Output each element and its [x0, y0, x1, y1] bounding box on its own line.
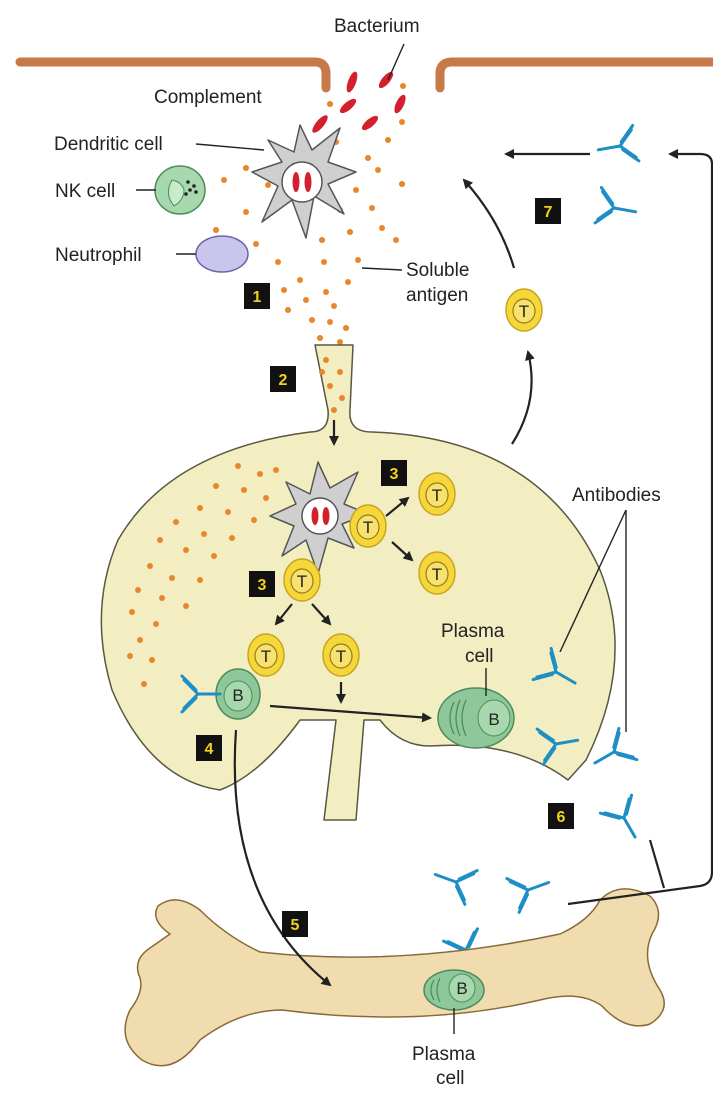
t-cell-letter: T: [261, 647, 271, 666]
step-1: 1: [253, 289, 262, 306]
b-cell-letter: B: [232, 686, 243, 705]
step-7: 7: [544, 204, 553, 221]
step-5: 5: [291, 917, 300, 934]
label-complement: Complement: [154, 87, 262, 108]
arrow-antibody-circulation: [567, 149, 713, 906]
step-3a: 3: [390, 466, 399, 483]
skin-surface-left: [15, 57, 331, 93]
node-dendritic-cell: [269, 461, 369, 575]
skin-surface-right: [435, 57, 713, 93]
neutrophil: [195, 235, 249, 273]
arrow-node-to-t: [511, 350, 535, 445]
soluble-antigen-leader: [361, 267, 403, 271]
label-plasma-cell-node-line1: Plasma: [441, 621, 505, 642]
label-plasma-cell-bone-line1: Plasma: [412, 1044, 476, 1065]
label-antibodies: Antibodies: [572, 485, 661, 506]
step-4: 4: [205, 741, 214, 758]
bacteria: [312, 71, 406, 133]
plasma-cell-bone-letter: B: [456, 979, 467, 998]
nk-cell: [154, 165, 206, 215]
t-cell-letter: T: [432, 486, 442, 505]
label-soluble-antigen-line2: antigen: [406, 285, 468, 306]
step-badges: [196, 198, 574, 937]
arrow-t-split-right: [311, 603, 332, 626]
plasma-cell-bone: [423, 969, 485, 1011]
step-2: 2: [279, 372, 288, 389]
t-cell-letter: T: [363, 518, 373, 537]
dendritic-cell-leader: [195, 143, 265, 151]
lymph-node: [100, 344, 616, 821]
label-soluble-antigen-line1: Soluble: [406, 260, 469, 281]
label-plasma-cell-bone-line2: cell: [436, 1068, 465, 1089]
bacterium-leader: [387, 43, 405, 81]
label-dendritic-cell: Dendritic cell: [54, 134, 163, 155]
t-cell-letter: T: [432, 565, 442, 584]
label-nk-cell: NK cell: [55, 181, 115, 202]
bone: [124, 888, 665, 1067]
arrow-t-to-tissue: [462, 178, 516, 269]
arrow-t-split-left: [274, 603, 293, 626]
dendritic-cell: [251, 124, 357, 239]
label-plasma-cell-node-line2: cell: [465, 646, 494, 667]
t-cell-letter: T: [336, 647, 346, 666]
arrow-b-to-plasma: [269, 704, 432, 723]
antibody-circulation-join: [648, 839, 666, 889]
b-cell: [215, 668, 261, 720]
t-cell-letter: T: [519, 302, 529, 321]
plasma-cell-node-letter: B: [488, 710, 499, 729]
antibody: [593, 123, 641, 170]
arrow-t-activation-up: [385, 496, 410, 517]
soluble-antigen-dots: [213, 83, 406, 345]
antibody: [427, 856, 479, 906]
antibodies-leader-1: [559, 509, 627, 653]
antibody: [598, 793, 653, 848]
arrow-t-activation-down: [391, 541, 414, 562]
plasma-cell-node: [437, 687, 515, 749]
label-bacterium: Bacterium: [334, 16, 420, 37]
antibody: [505, 864, 557, 914]
label-neutrophil: Neutrophil: [55, 245, 142, 266]
node-antigen-dots: [127, 357, 345, 687]
t-cell-letter: T: [297, 572, 307, 591]
step-6: 6: [557, 809, 566, 826]
arrow-b-to-bone: [233, 729, 332, 987]
antibody: [593, 185, 641, 232]
step-3b: 3: [258, 577, 267, 594]
